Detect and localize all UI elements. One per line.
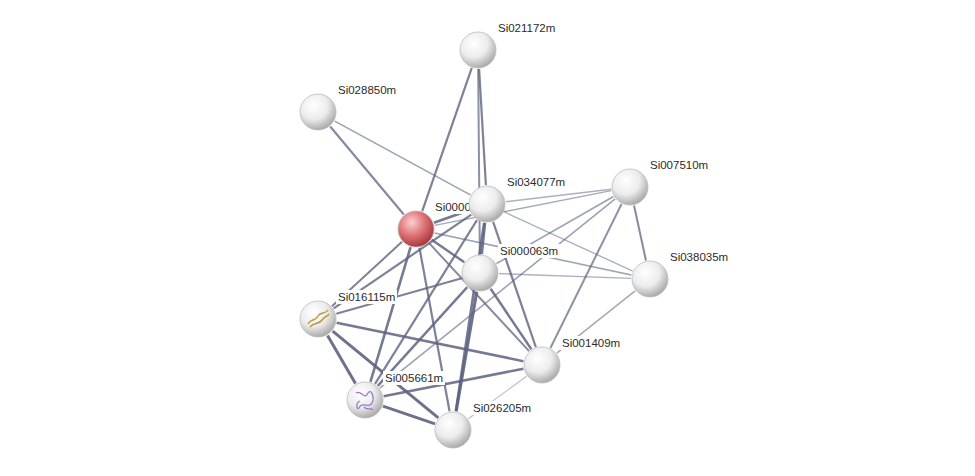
node-label: Si034077m bbox=[505, 175, 567, 189]
node-sphere bbox=[523, 346, 561, 384]
interaction-line bbox=[337, 323, 524, 361]
interaction-line bbox=[557, 291, 635, 353]
node-label: Si001409m bbox=[560, 336, 622, 350]
protein-node: Si007510m bbox=[611, 168, 649, 206]
protein-node: Si005661m bbox=[346, 381, 384, 419]
protein-node: Si021172m bbox=[459, 31, 497, 69]
interaction-line bbox=[479, 69, 486, 185]
node-label: Si000063m bbox=[498, 244, 560, 258]
interaction-line bbox=[370, 247, 410, 382]
sphere bbox=[469, 186, 505, 222]
node-sphere bbox=[459, 31, 497, 69]
sphere bbox=[300, 94, 336, 130]
interaction-line bbox=[380, 199, 615, 388]
interaction-line bbox=[422, 68, 472, 211]
interaction-line bbox=[383, 406, 435, 424]
interaction-line bbox=[335, 121, 471, 195]
node-label: Si028850m bbox=[336, 83, 398, 97]
node-sphere bbox=[461, 254, 499, 292]
node-sphere bbox=[299, 93, 337, 131]
node-label: Si007510m bbox=[648, 158, 710, 172]
interaction-line bbox=[336, 278, 461, 314]
interaction-line bbox=[478, 69, 480, 254]
node-label: Si0000 bbox=[433, 200, 473, 214]
interaction-line bbox=[491, 289, 532, 349]
interaction-line bbox=[496, 196, 613, 263]
sphere bbox=[435, 412, 471, 448]
protein-node: Si028850m bbox=[299, 93, 337, 131]
interaction-line bbox=[634, 206, 646, 261]
interaction-line bbox=[384, 369, 524, 397]
sphere bbox=[460, 32, 496, 68]
node-sphere bbox=[299, 300, 337, 338]
structure-icon bbox=[308, 310, 329, 327]
interaction-line bbox=[328, 335, 356, 383]
node-label: Si021172m bbox=[496, 21, 557, 35]
sphere bbox=[612, 169, 648, 205]
protein-node: Si000063m bbox=[461, 254, 499, 292]
interaction-line bbox=[493, 222, 536, 347]
protein-node: Si0000 bbox=[397, 210, 435, 248]
node-label: Si026205m bbox=[471, 401, 533, 415]
protein-node: Si034077m bbox=[468, 185, 506, 223]
interaction-line bbox=[506, 189, 611, 202]
node-label: Si038035m bbox=[668, 250, 730, 264]
sphere bbox=[347, 382, 383, 418]
node-sphere bbox=[631, 260, 669, 298]
sphere bbox=[524, 347, 560, 383]
interaction-line bbox=[332, 242, 402, 306]
node-label: Si005661m bbox=[383, 371, 445, 385]
interaction-line bbox=[429, 243, 529, 351]
node-sphere bbox=[468, 185, 506, 223]
sphere bbox=[632, 261, 668, 297]
node-sphere bbox=[346, 381, 384, 419]
sphere bbox=[398, 211, 434, 247]
protein-node: Si026205m bbox=[434, 411, 472, 449]
node-sphere bbox=[397, 210, 435, 248]
interaction-line bbox=[330, 127, 404, 215]
interaction-line bbox=[456, 223, 484, 411]
sphere bbox=[462, 255, 498, 291]
protein-node: Si038035m bbox=[631, 260, 669, 298]
protein-node: Si016115m bbox=[299, 300, 337, 338]
node-sphere bbox=[434, 411, 472, 449]
sphere bbox=[300, 301, 336, 337]
node-label: Si016115m bbox=[336, 290, 397, 304]
protein-node: Si001409m bbox=[523, 346, 561, 384]
interaction-line bbox=[550, 204, 621, 348]
node-sphere bbox=[611, 168, 649, 206]
structure-icon bbox=[356, 392, 373, 410]
